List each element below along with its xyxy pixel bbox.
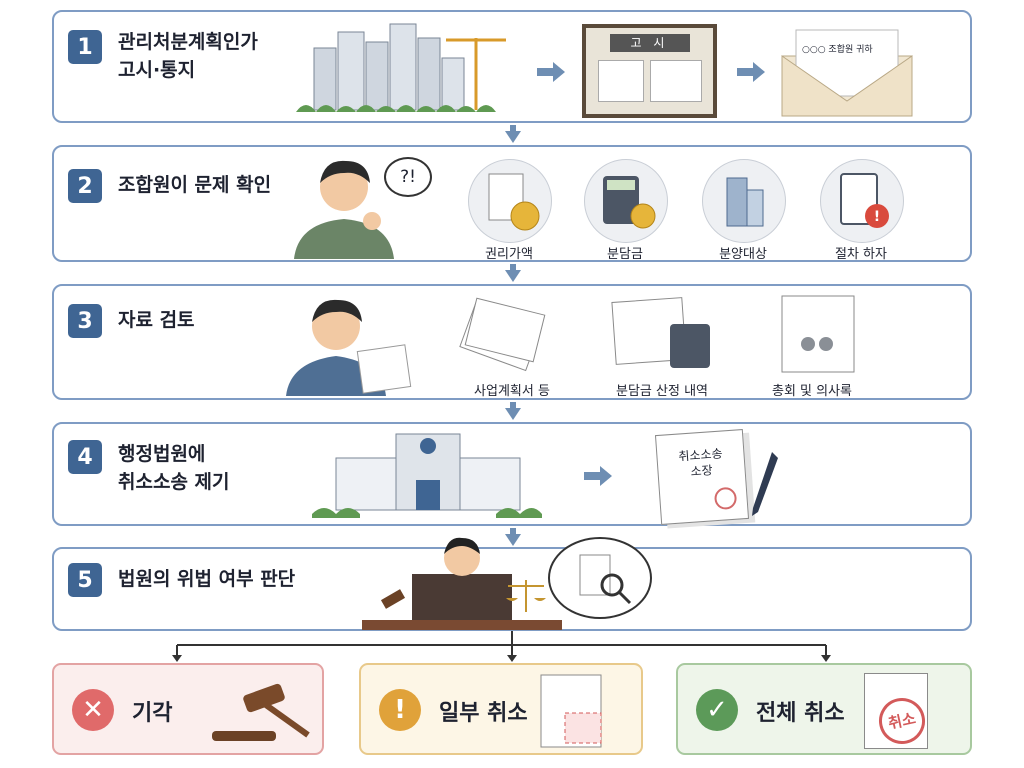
step-1-title: 관리처분계획인가 고시·통지 <box>118 31 258 81</box>
svg-text:!: ! <box>874 209 880 225</box>
connector-line <box>510 264 516 272</box>
clipboard-warning-icon: ! <box>820 159 904 243</box>
worried-person-icon <box>294 160 394 259</box>
step-4-box: 4 행정법원에 취소소송 제기 취소소송 소장 <box>52 422 972 526</box>
item-label: 분담금 산정 내역 <box>616 384 708 399</box>
arrow-right-icon <box>737 62 765 82</box>
pen-icon <box>752 452 778 516</box>
reading-person-icon <box>286 299 412 396</box>
lawsuit-document: 취소소송 소장 <box>654 429 750 525</box>
arrow-right-icon <box>537 62 565 82</box>
seal-icon <box>713 486 738 511</box>
item-label: 권리가액 <box>485 247 533 262</box>
result-partial-cancel: ! 일부 취소 <box>359 663 643 755</box>
step-3-box: 3 자료 검토 사업계획서 등 분담금 산정 내역 총회 및 의사록 <box>52 284 972 400</box>
rights-value-icon <box>468 159 552 243</box>
step-1-box: 1 관리처분계획인가 고시·통지 고 시 ○○○ 조합원 귀하 <box>52 10 972 123</box>
step-3-title: 자료 검토 <box>118 309 195 331</box>
item-label: 총회 및 의사록 <box>771 384 853 399</box>
documents-stack-icon <box>459 297 546 372</box>
arrow-right-icon <box>584 466 612 486</box>
check-icon: ✓ <box>696 689 738 731</box>
arrow-down-icon <box>505 131 521 143</box>
item-label: 절차 하자 <box>835 247 887 262</box>
result-label: 기각 <box>132 701 173 726</box>
envelope-label: ○○○ 조합원 귀하 <box>802 45 873 55</box>
envelope-icon: ○○○ 조합원 귀하 <box>781 26 913 117</box>
arrow-down-icon <box>505 534 521 546</box>
apartment-buildings-icon <box>296 23 506 112</box>
result-label: 전체 취소 <box>756 701 845 726</box>
connector-line <box>510 528 516 536</box>
result-full-cancel: ✓ 전체 취소 취소 <box>676 663 972 755</box>
arrow-down-icon <box>505 270 521 282</box>
courthouse-icon <box>312 433 542 518</box>
step-2-number: 2 <box>68 169 102 203</box>
cancel-document-icon: 취소 <box>864 673 930 749</box>
gavel-icon <box>212 683 310 741</box>
connector-line <box>510 402 516 410</box>
step-5-title: 법원의 위법 여부 판단 <box>118 568 296 590</box>
item-label: 분담금 <box>607 247 643 262</box>
spreadsheet-calculator-icon <box>611 297 710 368</box>
step-5-number: 5 <box>68 563 102 597</box>
notice-board: 고 시 <box>582 24 717 118</box>
connector-line <box>510 125 516 133</box>
building-icon <box>702 159 786 243</box>
exclamation-icon: ! <box>379 689 421 731</box>
result-dismissed: ✕ 기각 <box>52 663 324 755</box>
item-label: 분양대상 <box>719 247 767 262</box>
notice-board-label: 고 시 <box>609 34 690 52</box>
x-icon: ✕ <box>72 689 114 731</box>
cancel-stamp: 취소 <box>874 693 930 749</box>
step-4-title: 행정법원에 취소소송 제기 <box>118 443 230 493</box>
arrow-down-icon <box>505 408 521 420</box>
partial-document-icon <box>540 674 602 748</box>
result-label: 일부 취소 <box>439 701 528 726</box>
step-2-title: 조합원이 문제 확인 <box>118 174 272 196</box>
step-4-number: 4 <box>68 440 102 474</box>
minutes-notebook-icon <box>781 295 855 373</box>
branch-connector <box>172 631 831 662</box>
item-label: 사업계획서 등 <box>474 384 550 399</box>
review-bubble <box>548 537 652 619</box>
calculator-icon <box>584 159 668 243</box>
step-3-number: 3 <box>68 304 102 338</box>
scales-icon <box>506 580 546 612</box>
judge-icon <box>362 537 562 630</box>
speech-bubble: ?! <box>384 157 432 197</box>
lawsuit-document-label: 취소소송 소장 <box>677 446 723 479</box>
step-1-number: 1 <box>68 30 102 64</box>
step-2-box: 2 조합원이 문제 확인 ?! 권리가액 분담금 분양대상 ! 절차 하자 <box>52 145 972 262</box>
